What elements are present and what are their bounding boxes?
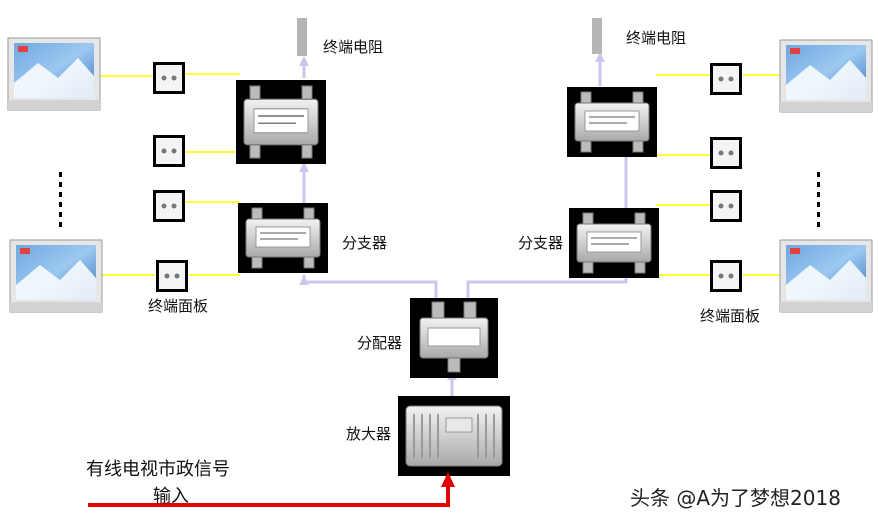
terminal-panel-label-left: 终端面板 xyxy=(148,297,209,315)
tap-label-right: 分支器 xyxy=(518,234,564,252)
tv-icon xyxy=(7,37,101,111)
wall-outlet-icon xyxy=(710,190,742,222)
amplifier-device-icon xyxy=(398,396,510,476)
coax-arrows xyxy=(299,52,605,380)
tap-device-icon xyxy=(237,202,329,274)
terminal-panel-label-right: 终端面板 xyxy=(700,307,761,325)
wall-outlet-icon xyxy=(153,190,185,222)
input-label-line1: 有线电视市政信号 xyxy=(86,459,230,480)
wall-outlet-icon xyxy=(710,137,742,169)
tap-device-icon xyxy=(568,207,660,279)
splitter-label: 分配器 xyxy=(357,334,403,352)
tap-device-icon xyxy=(235,79,327,165)
input-label-line2: 输入 xyxy=(153,486,189,507)
wall-outlet-icon xyxy=(156,260,188,292)
resistor-icon xyxy=(592,18,602,54)
tv-icon xyxy=(9,239,103,313)
watermark: 头条 @A为了梦想2018 xyxy=(630,486,841,510)
splitter-device-icon xyxy=(410,298,498,378)
tap-label-left: 分支器 xyxy=(342,234,388,252)
amplifier-label: 放大器 xyxy=(346,425,392,443)
ellipsis-left xyxy=(59,172,62,227)
wall-outlet-icon xyxy=(153,62,185,94)
ellipsis-right xyxy=(817,172,820,227)
terminal-resistor-label-right: 终端电阻 xyxy=(626,29,687,47)
wall-outlet-icon xyxy=(153,135,185,167)
tv-icon xyxy=(779,39,873,113)
input-arrow xyxy=(88,472,455,507)
wall-outlet-icon xyxy=(710,260,742,292)
tv-icon xyxy=(779,239,873,313)
tap-device-icon xyxy=(566,86,658,158)
resistor-icon xyxy=(297,18,307,56)
wall-outlet-icon xyxy=(710,63,742,95)
terminal-resistor-label-left: 终端电阻 xyxy=(323,38,384,56)
drop-cables xyxy=(100,73,782,276)
